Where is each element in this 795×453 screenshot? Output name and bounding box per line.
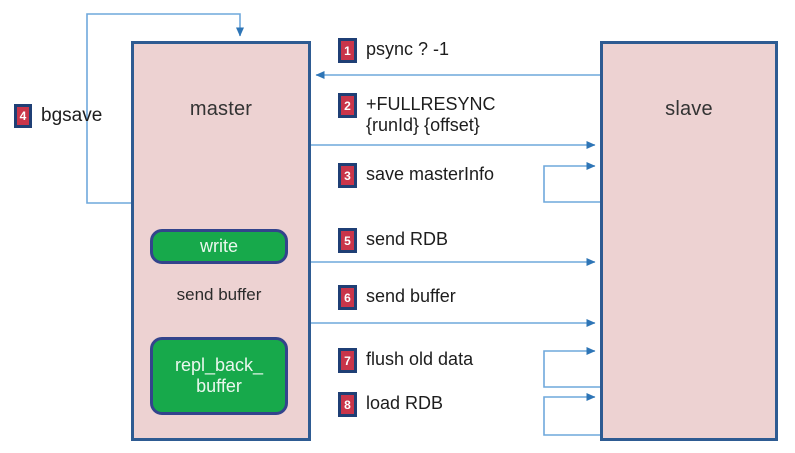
step-5-label: send RDB	[366, 229, 449, 249]
slave-node-label: slave	[665, 98, 713, 120]
step-6: 6 send buffer	[338, 285, 456, 310]
step-2-badge: 2	[338, 93, 357, 118]
step-6-label: send buffer	[366, 286, 456, 306]
repl-backlog-box-label: repl_back_ buffer	[174, 355, 264, 396]
step-4: 4 bgsave	[14, 104, 102, 128]
step-2-label: +FULLRESYNC {runId} {offset}	[366, 94, 496, 135]
wire-step-3-save-masterinfo	[543, 162, 600, 203]
wire-step-7-flush-old-data	[543, 347, 600, 388]
step-7-label: flush old data	[366, 349, 474, 369]
step-8: 8 load RDB	[338, 392, 443, 417]
step-4-label: bgsave	[41, 105, 103, 126]
send-buffer-caption: send buffer	[176, 285, 262, 304]
step-5-badge: 5	[338, 228, 357, 253]
step-3-label: save masterInfo	[366, 164, 495, 184]
step-5: 5 send RDB	[338, 228, 448, 253]
step-3-badge: 3	[338, 163, 357, 188]
wire-step-8-load-rdb	[543, 393, 600, 436]
step-1: 1 psync ? -1	[338, 38, 449, 63]
step-1-label: psync ? -1	[366, 39, 450, 59]
slave-node[interactable]: slave	[600, 41, 778, 441]
step-8-badge: 8	[338, 392, 357, 417]
write-box-label: write	[199, 236, 238, 257]
step-6-badge: 6	[338, 285, 357, 310]
step-2: 2 +FULLRESYNC {runId} {offset}	[338, 93, 496, 135]
write-box[interactable]: write	[150, 229, 288, 264]
step-1-badge: 1	[338, 38, 357, 63]
step-4-badge: 4	[14, 104, 32, 128]
step-3: 3 save masterInfo	[338, 163, 494, 188]
step-7: 7 flush old data	[338, 348, 473, 373]
master-node-label: master	[189, 98, 253, 120]
step-7-badge: 7	[338, 348, 357, 373]
step-8-label: load RDB	[366, 393, 444, 413]
repl-backlog-box[interactable]: repl_back_ buffer	[150, 337, 288, 415]
